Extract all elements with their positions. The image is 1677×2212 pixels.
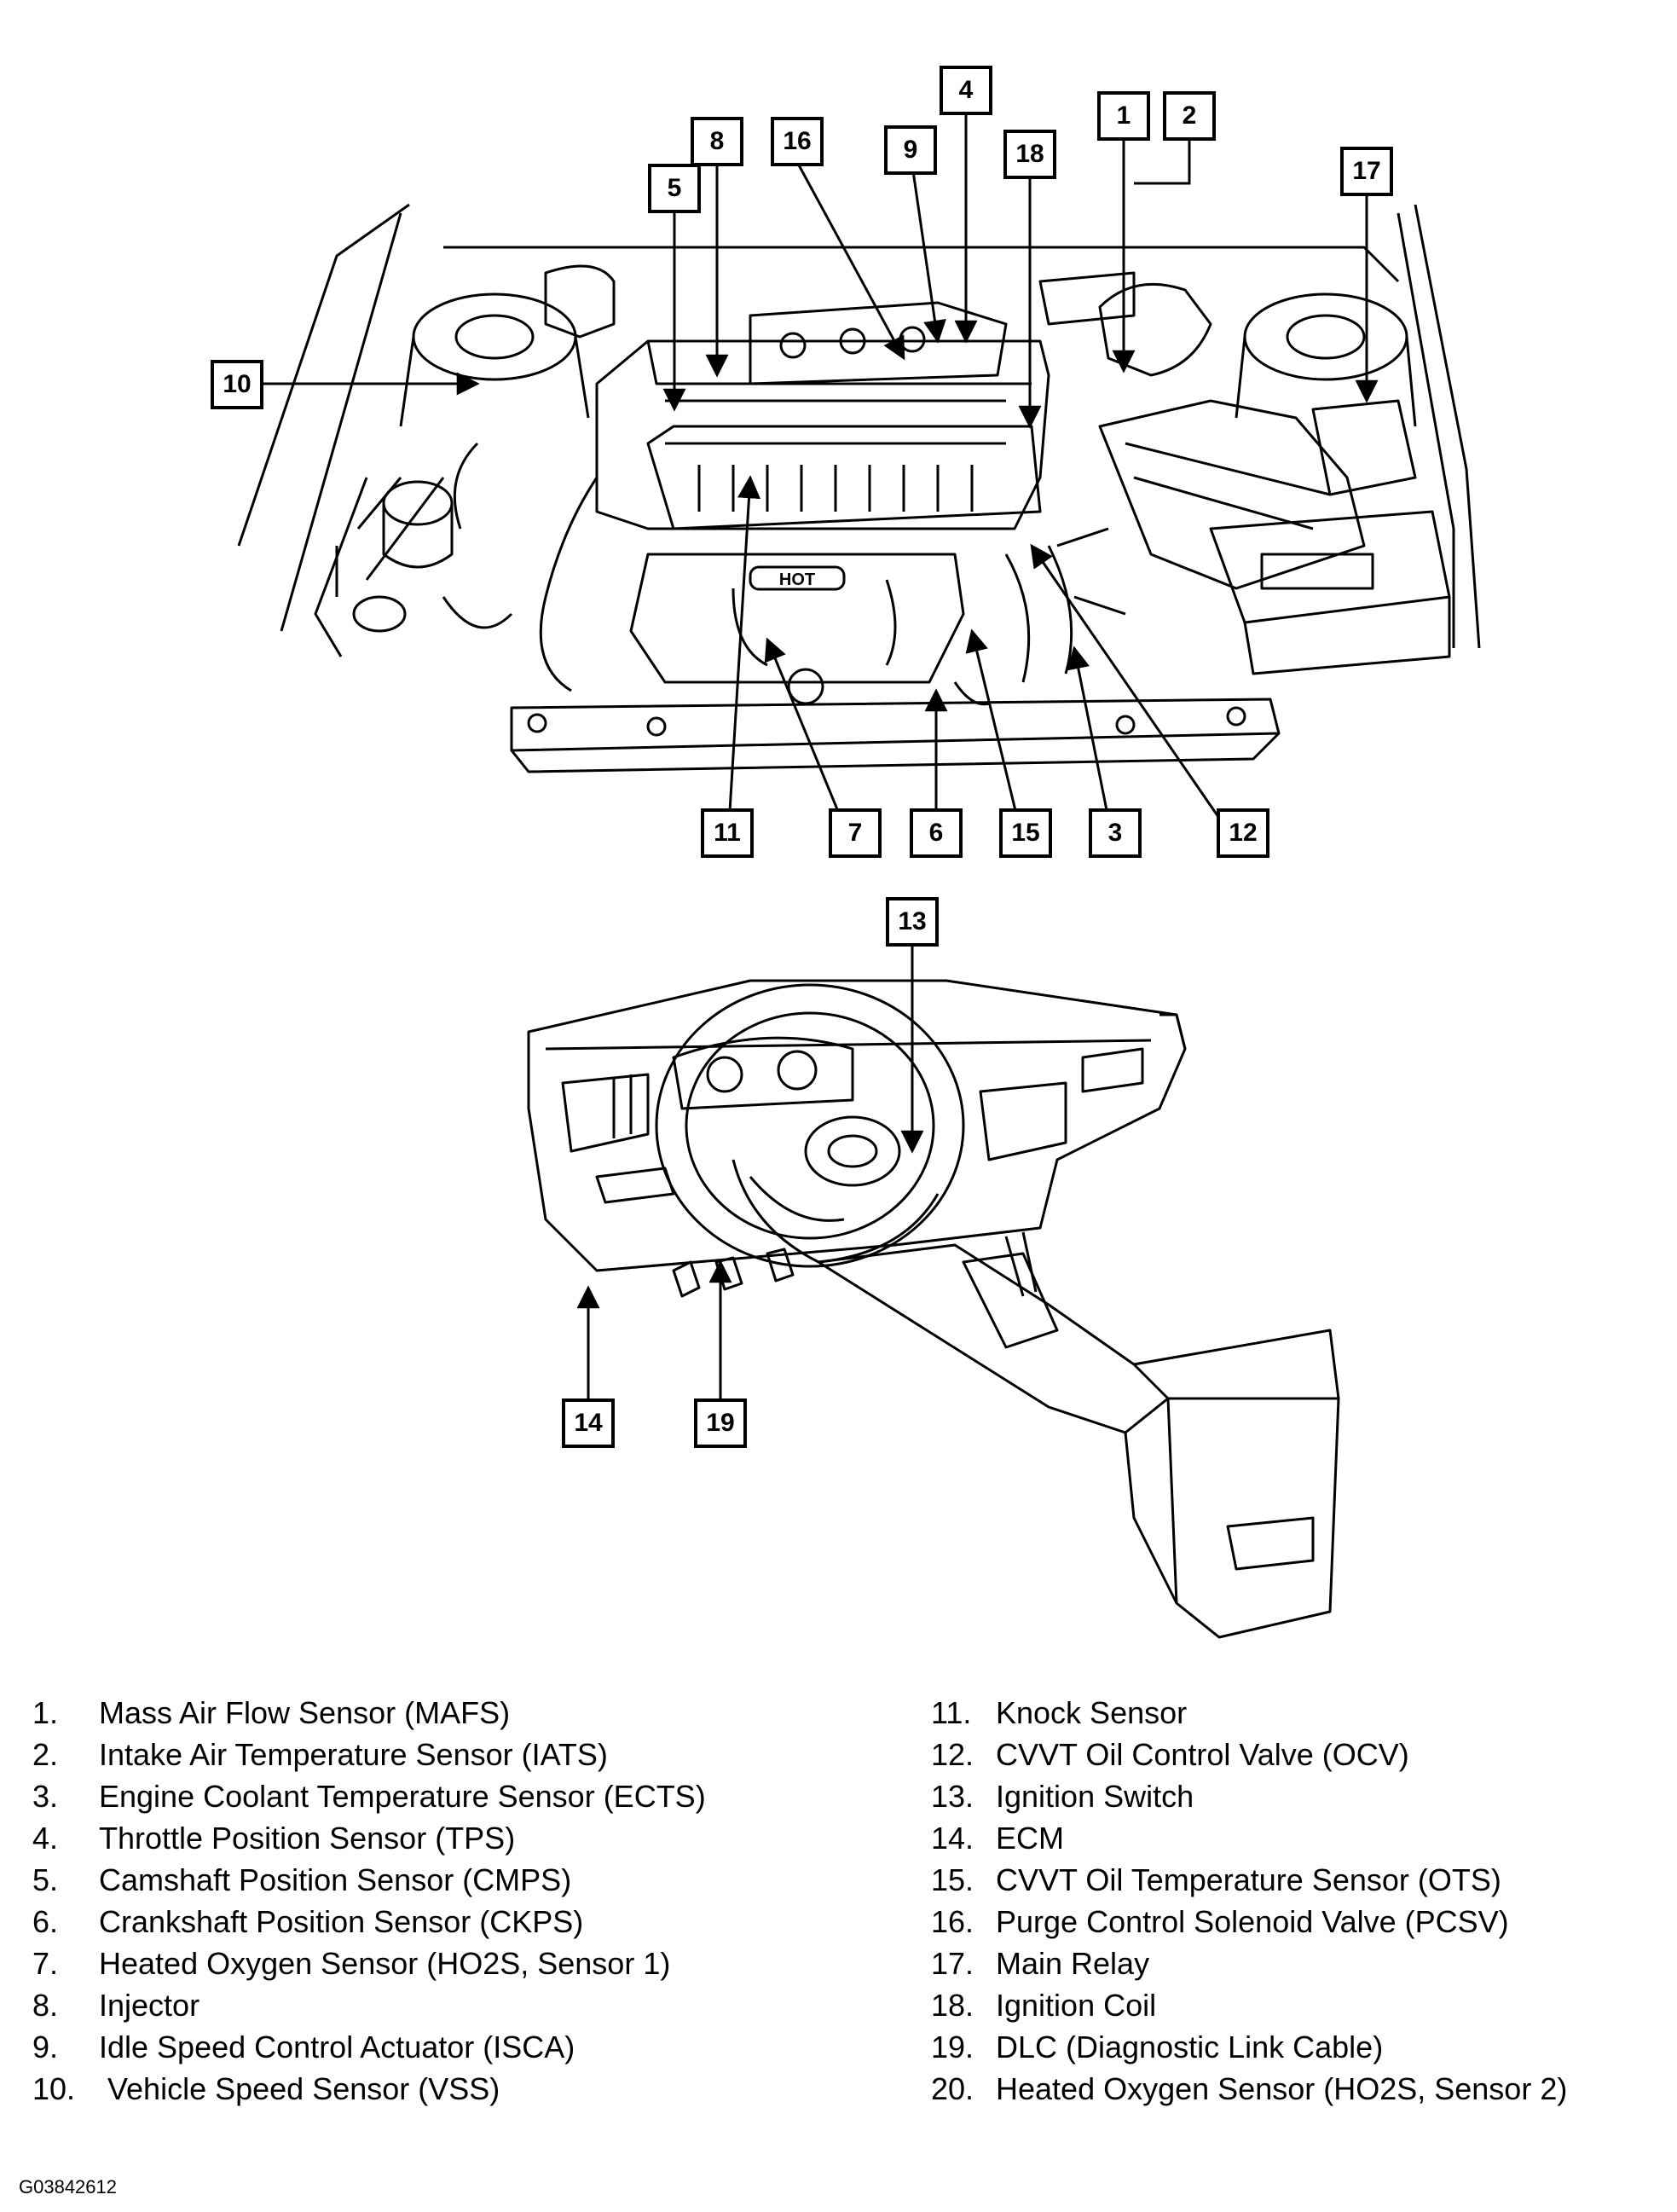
legend-number: 4. <box>32 1821 59 1856</box>
callout-18: 18 <box>1003 130 1056 179</box>
legend-number: 5. <box>32 1862 59 1897</box>
legend-item: 6. Crankshaft Position Sensor (CKPS) <box>32 1901 583 1943</box>
callout-8: 8 <box>691 117 743 166</box>
legend-number: 3. <box>32 1779 59 1814</box>
legend-label: Knock Sensor <box>996 1695 1188 1730</box>
legend-label: Mass Air Flow Sensor (MAFS) <box>99 1695 511 1730</box>
legend-item: 20. Heated Oxygen Sensor (HO2S, Sensor 2) <box>931 2068 1567 2110</box>
legend-label: Engine Coolant Temperature Sensor (ECTS) <box>99 1779 706 1814</box>
legend-number: 15. <box>931 1862 974 1897</box>
legend-item: 1. Mass Air Flow Sensor (MAFS) <box>32 1692 510 1734</box>
legend-item: 3. Engine Coolant Temperature Sensor (ECT… <box>32 1775 706 1817</box>
legend-number: 7. <box>32 1946 59 1981</box>
legend-number: 13. <box>931 1779 974 1814</box>
legend-number: 16. <box>931 1904 974 1939</box>
legend-label: Throttle Position Sensor (TPS) <box>99 1821 516 1856</box>
legend-item: 8. Injector <box>32 1984 200 2026</box>
legend-label: DLC (Diagnostic Link Cable) <box>996 2030 1384 2064</box>
callout-7: 7 <box>829 808 882 858</box>
legend-label: Idle Speed Control Actuator (ISCA) <box>99 2030 575 2064</box>
callout-10: 10 <box>211 360 263 409</box>
callout-13: 13 <box>886 897 939 947</box>
legend-label: CVVT Oil Temperature Sensor (OTS) <box>996 1862 1501 1897</box>
legend-left-column: 1. Mass Air Flow Sensor (MAFS) 2. Intake A… <box>32 1692 706 2110</box>
legend-item: 7. Heated Oxygen Sensor (HO2S, Sensor 1) <box>32 1943 670 1984</box>
legend-label: Crankshaft Position Sensor (CKPS) <box>99 1904 584 1939</box>
callout-16: 16 <box>771 117 824 166</box>
legend-label: Injector <box>99 1988 200 2023</box>
legend-label: Camshaft Position Sensor (CMPS) <box>99 1862 572 1897</box>
legend-label: Purge Control Solenoid Valve (PCSV) <box>996 1904 1509 1939</box>
callout-14: 14 <box>562 1398 615 1448</box>
legend-label: Ignition Switch <box>996 1779 1194 1814</box>
callout-5: 5 <box>648 164 701 213</box>
legend-item: 18. Ignition Coil <box>931 1984 1156 2026</box>
legend-item: 19. DLC (Diagnostic Link Cable) <box>931 2026 1383 2068</box>
legend-item: 2. Intake Air Temperature Sensor (IATS) <box>32 1734 608 1775</box>
legend-item: 15. CVVT Oil Temperature Sensor (OTS) <box>931 1859 1501 1901</box>
legend-item: 14. ECM <box>931 1817 1064 1859</box>
legend-number: 12. <box>931 1737 974 1772</box>
interior-dash-drawing <box>527 979 1340 1639</box>
legend-number: 11. <box>931 1695 972 1730</box>
legend-item: 4. Throttle Position Sensor (TPS) <box>32 1817 515 1859</box>
legend-number: 1. <box>32 1695 59 1730</box>
legend-item: 9. Idle Speed Control Actuator (ISCA) <box>32 2026 575 2068</box>
legend-number: 2. <box>32 1737 59 1772</box>
legend-item: 12. CVVT Oil Control Valve (OCV) <box>931 1734 1409 1775</box>
legend-item: 13. Ignition Switch <box>931 1775 1194 1817</box>
callout-9: 9 <box>884 125 937 175</box>
callout-1: 1 <box>1097 91 1150 141</box>
legend-item: 5. Camshaft Position Sensor (CMPS) <box>32 1859 571 1901</box>
engine-bay-drawing: HOT <box>237 203 1481 773</box>
callout-17: 17 <box>1340 147 1393 196</box>
legend-number: 9. <box>32 2030 59 2064</box>
legend-number: 10. <box>32 2071 76 2106</box>
legend-number: 20. <box>931 2071 974 2106</box>
legend-label: Heated Oxygen Sensor (HO2S, Sensor 1) <box>99 1946 671 1981</box>
legend-number: 19. <box>931 2030 974 2064</box>
legend-item: 11. Knock Sensor <box>931 1692 1187 1734</box>
legend-number: 17. <box>931 1946 974 1981</box>
legend-label: Ignition Coil <box>996 1988 1157 2023</box>
legend-label: Heated Oxygen Sensor (HO2S, Sensor 2) <box>996 2071 1568 2106</box>
legend-number: 18. <box>931 1988 974 2023</box>
hot-label: HOT <box>779 570 815 589</box>
line-drawing: HOT <box>237 98 1481 1639</box>
callout-4: 4 <box>940 66 992 115</box>
callout-15: 15 <box>999 808 1052 858</box>
legend-item: 10. Vehicle Speed Sensor (VSS) <box>32 2068 500 2110</box>
callout-6: 6 <box>910 808 963 858</box>
component-locator-illustration: HOT <box>237 98 1481 1639</box>
legend-right-column: 11. Knock Sensor 12. CVVT Oil Control Valv… <box>931 1692 1567 2110</box>
legend-number: 8. <box>32 1988 59 2023</box>
legend-item: 16. Purge Control Solenoid Valve (PCSV) <box>931 1901 1509 1943</box>
legend-item: 17. Main Relay <box>931 1943 1149 1984</box>
legend-label: ECM <box>996 1821 1064 1856</box>
callout-12: 12 <box>1217 808 1269 858</box>
callout-11: 11 <box>701 808 754 858</box>
figure-id: G03842612 <box>19 2176 117 2198</box>
callout-19: 19 <box>694 1398 747 1448</box>
legend-label: Intake Air Temperature Sensor (IATS) <box>99 1737 608 1772</box>
legend-number: 6. <box>32 1904 59 1939</box>
legend-label: Main Relay <box>996 1946 1150 1981</box>
leader-lines <box>263 98 1379 1424</box>
callout-2: 2 <box>1163 91 1216 141</box>
legend-label: CVVT Oil Control Valve (OCV) <box>996 1737 1409 1772</box>
callout-3: 3 <box>1089 808 1142 858</box>
legend-number: 14. <box>931 1821 974 1856</box>
legend-label: Vehicle Speed Sensor (VSS) <box>107 2071 500 2106</box>
